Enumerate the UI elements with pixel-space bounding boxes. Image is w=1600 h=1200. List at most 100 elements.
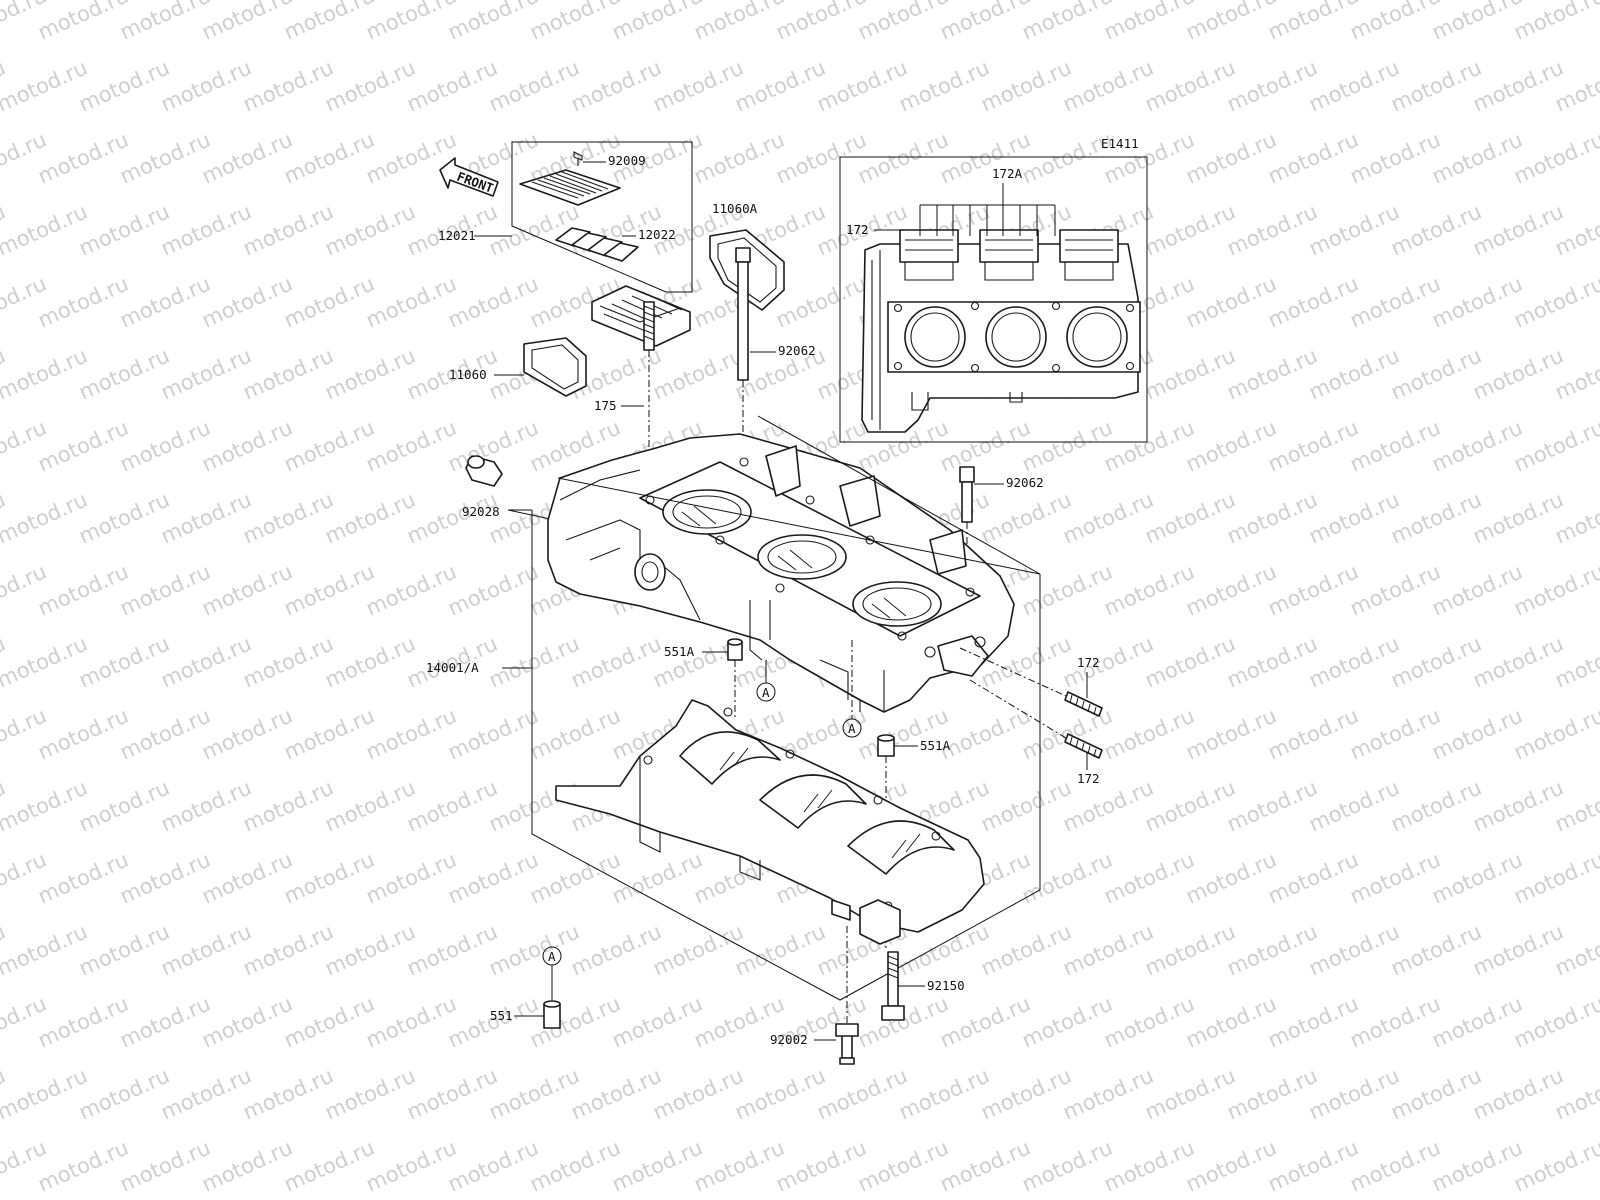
- watermark-text: motod.ru: [1264, 1135, 1362, 1196]
- watermark-text: motod.ru: [1428, 271, 1526, 332]
- watermark-text: motod.ru: [485, 631, 583, 692]
- watermark-text: motod.ru: [1100, 415, 1198, 476]
- watermark-text: motod.ru: [1264, 127, 1362, 188]
- watermark-text: motod.ru: [1223, 343, 1321, 404]
- watermark-text: motod.ru: [403, 775, 501, 836]
- watermark-text: motod.ru: [567, 55, 665, 116]
- watermark-text: motod.ru: [1387, 775, 1485, 836]
- watermark-text: motod.ru: [444, 271, 542, 332]
- watermark-text: motod.ru: [1387, 631, 1485, 692]
- knock-pin-551: A 551: [490, 946, 562, 1029]
- stud-172-lower: 172: [969, 679, 1103, 786]
- watermark-text: motod.ru: [1510, 703, 1600, 764]
- watermark-text: motod.ru: [1100, 1135, 1198, 1196]
- watermark-text: motod.ru: [239, 343, 337, 404]
- watermark-text: motod.ru: [116, 991, 214, 1052]
- watermark-text: motod.ru: [280, 991, 378, 1052]
- watermark-text: motod.ru: [1018, 415, 1116, 476]
- label-172-inset: 172: [846, 222, 869, 237]
- label-172-upper: 172: [1077, 655, 1100, 670]
- watermark-text: motod.ru: [239, 1063, 337, 1124]
- watermark-text: motod.ru: [1141, 919, 1239, 980]
- bolt-92002: 92002: [770, 926, 859, 1065]
- label-551A-left: 551A: [664, 644, 695, 659]
- watermark-text: motod.ru: [280, 271, 378, 332]
- svg-text:A: A: [762, 685, 770, 700]
- watermark-text: motod.ru: [1264, 559, 1362, 620]
- watermark-text: motod.ru: [813, 55, 911, 116]
- watermark-text: motod.ru: [977, 919, 1075, 980]
- watermark-text: motod.ru: [1510, 991, 1600, 1052]
- watermark-text: motod.ru: [321, 775, 419, 836]
- watermark-text: motod.ru: [1182, 703, 1280, 764]
- watermark-text: motod.ru: [444, 847, 542, 908]
- watermark-text: motod.ru: [1346, 847, 1444, 908]
- watermark-text: motod.ru: [34, 1135, 132, 1196]
- watermark-text: motod.ru: [731, 55, 829, 116]
- watermark-text: motod.ru: [34, 991, 132, 1052]
- watermark-text: motod.ru: [75, 487, 173, 548]
- watermark-text: motod.ru: [1510, 847, 1600, 908]
- circle-a-marker-icon: A: [842, 640, 862, 738]
- watermark-text: motod.ru: [280, 415, 378, 476]
- watermark-text: motod.ru: [649, 919, 747, 980]
- watermark-text: motod.ru: [157, 55, 255, 116]
- watermark-text: motod.ru: [1469, 343, 1567, 404]
- watermark-text: motod.ru: [1387, 343, 1485, 404]
- label-14001-A: 14001/A: [426, 660, 479, 675]
- watermark-text: motod.ru: [157, 199, 255, 260]
- watermark-text: motod.ru: [362, 415, 460, 476]
- watermark-text: motod.ru: [1305, 199, 1403, 260]
- watermark-text: motod.ru: [1510, 415, 1600, 476]
- watermark-text: motod.ru: [34, 127, 132, 188]
- watermark-text: motod.ru: [1469, 775, 1567, 836]
- watermark-text: motod.ru: [1059, 631, 1157, 692]
- label-551A-right: 551A: [920, 738, 951, 753]
- watermark-text: motod.ru: [1510, 559, 1600, 620]
- watermark-text: motod.ru: [772, 127, 870, 188]
- label-12022: 12022: [638, 227, 676, 242]
- watermark-text: motod.ru: [977, 1063, 1075, 1124]
- label-92009: 92009: [608, 153, 646, 168]
- watermark-text: motod.ru: [321, 919, 419, 980]
- watermark-text: motod.ru: [157, 487, 255, 548]
- watermark-text: motod.ru: [649, 343, 747, 404]
- watermark-text: motod.ru: [1387, 199, 1485, 260]
- watermark-text: motod.ru: [1469, 199, 1567, 260]
- watermark-text: motod.ru: [116, 703, 214, 764]
- watermark-text: motod.ru: [772, 271, 870, 332]
- watermark-text: motod.ru: [362, 559, 460, 620]
- watermark-text: motod.ru: [403, 1063, 501, 1124]
- gasket-11060: 11060: [449, 337, 587, 397]
- watermark-text: motod.ru: [1428, 559, 1526, 620]
- watermark-text: motod.ru: [321, 1063, 419, 1124]
- watermark-text: motod.ru: [0, 199, 91, 260]
- watermark-text: motod.ru: [116, 847, 214, 908]
- stud-172-upper: 172: [959, 647, 1103, 717]
- watermark-text: motod.ru: [0, 55, 91, 116]
- watermark-text: motod.ru: [1510, 1135, 1600, 1196]
- watermark-text: motod.ru: [936, 991, 1034, 1052]
- watermark-text: motod.ru: [0, 1063, 91, 1124]
- label-11060: 11060: [449, 367, 487, 382]
- watermark-text: motod.ru: [485, 1063, 583, 1124]
- knock-pin-551A-left: 551A: [664, 638, 743, 718]
- watermark-text: motod.ru: [280, 127, 378, 188]
- watermark-text: motod.ru: [239, 55, 337, 116]
- watermark-text: motod.ru: [1305, 631, 1403, 692]
- watermark-text: motod.ru: [75, 343, 173, 404]
- watermark-text: motod.ru: [34, 847, 132, 908]
- watermark-text: motod.ru: [1469, 631, 1567, 692]
- watermark-text: motod.ru: [1428, 991, 1526, 1052]
- watermark-text: motod.ru: [1141, 1063, 1239, 1124]
- watermark-text: motod.ru: [690, 1135, 788, 1196]
- watermark-text: motod.ru: [567, 1063, 665, 1124]
- watermark-text: motod.ru: [1428, 847, 1526, 908]
- watermark-text: motod.ru: [321, 343, 419, 404]
- watermark-text: motod.ru: [1346, 559, 1444, 620]
- watermark-text: motod.ru: [567, 919, 665, 980]
- watermark-text: motod.ru: [1018, 991, 1116, 1052]
- watermark-text: motod.ru: [1346, 127, 1444, 188]
- watermark-text: motod.ru: [362, 1135, 460, 1196]
- watermark-text: motod.ru: [280, 1135, 378, 1196]
